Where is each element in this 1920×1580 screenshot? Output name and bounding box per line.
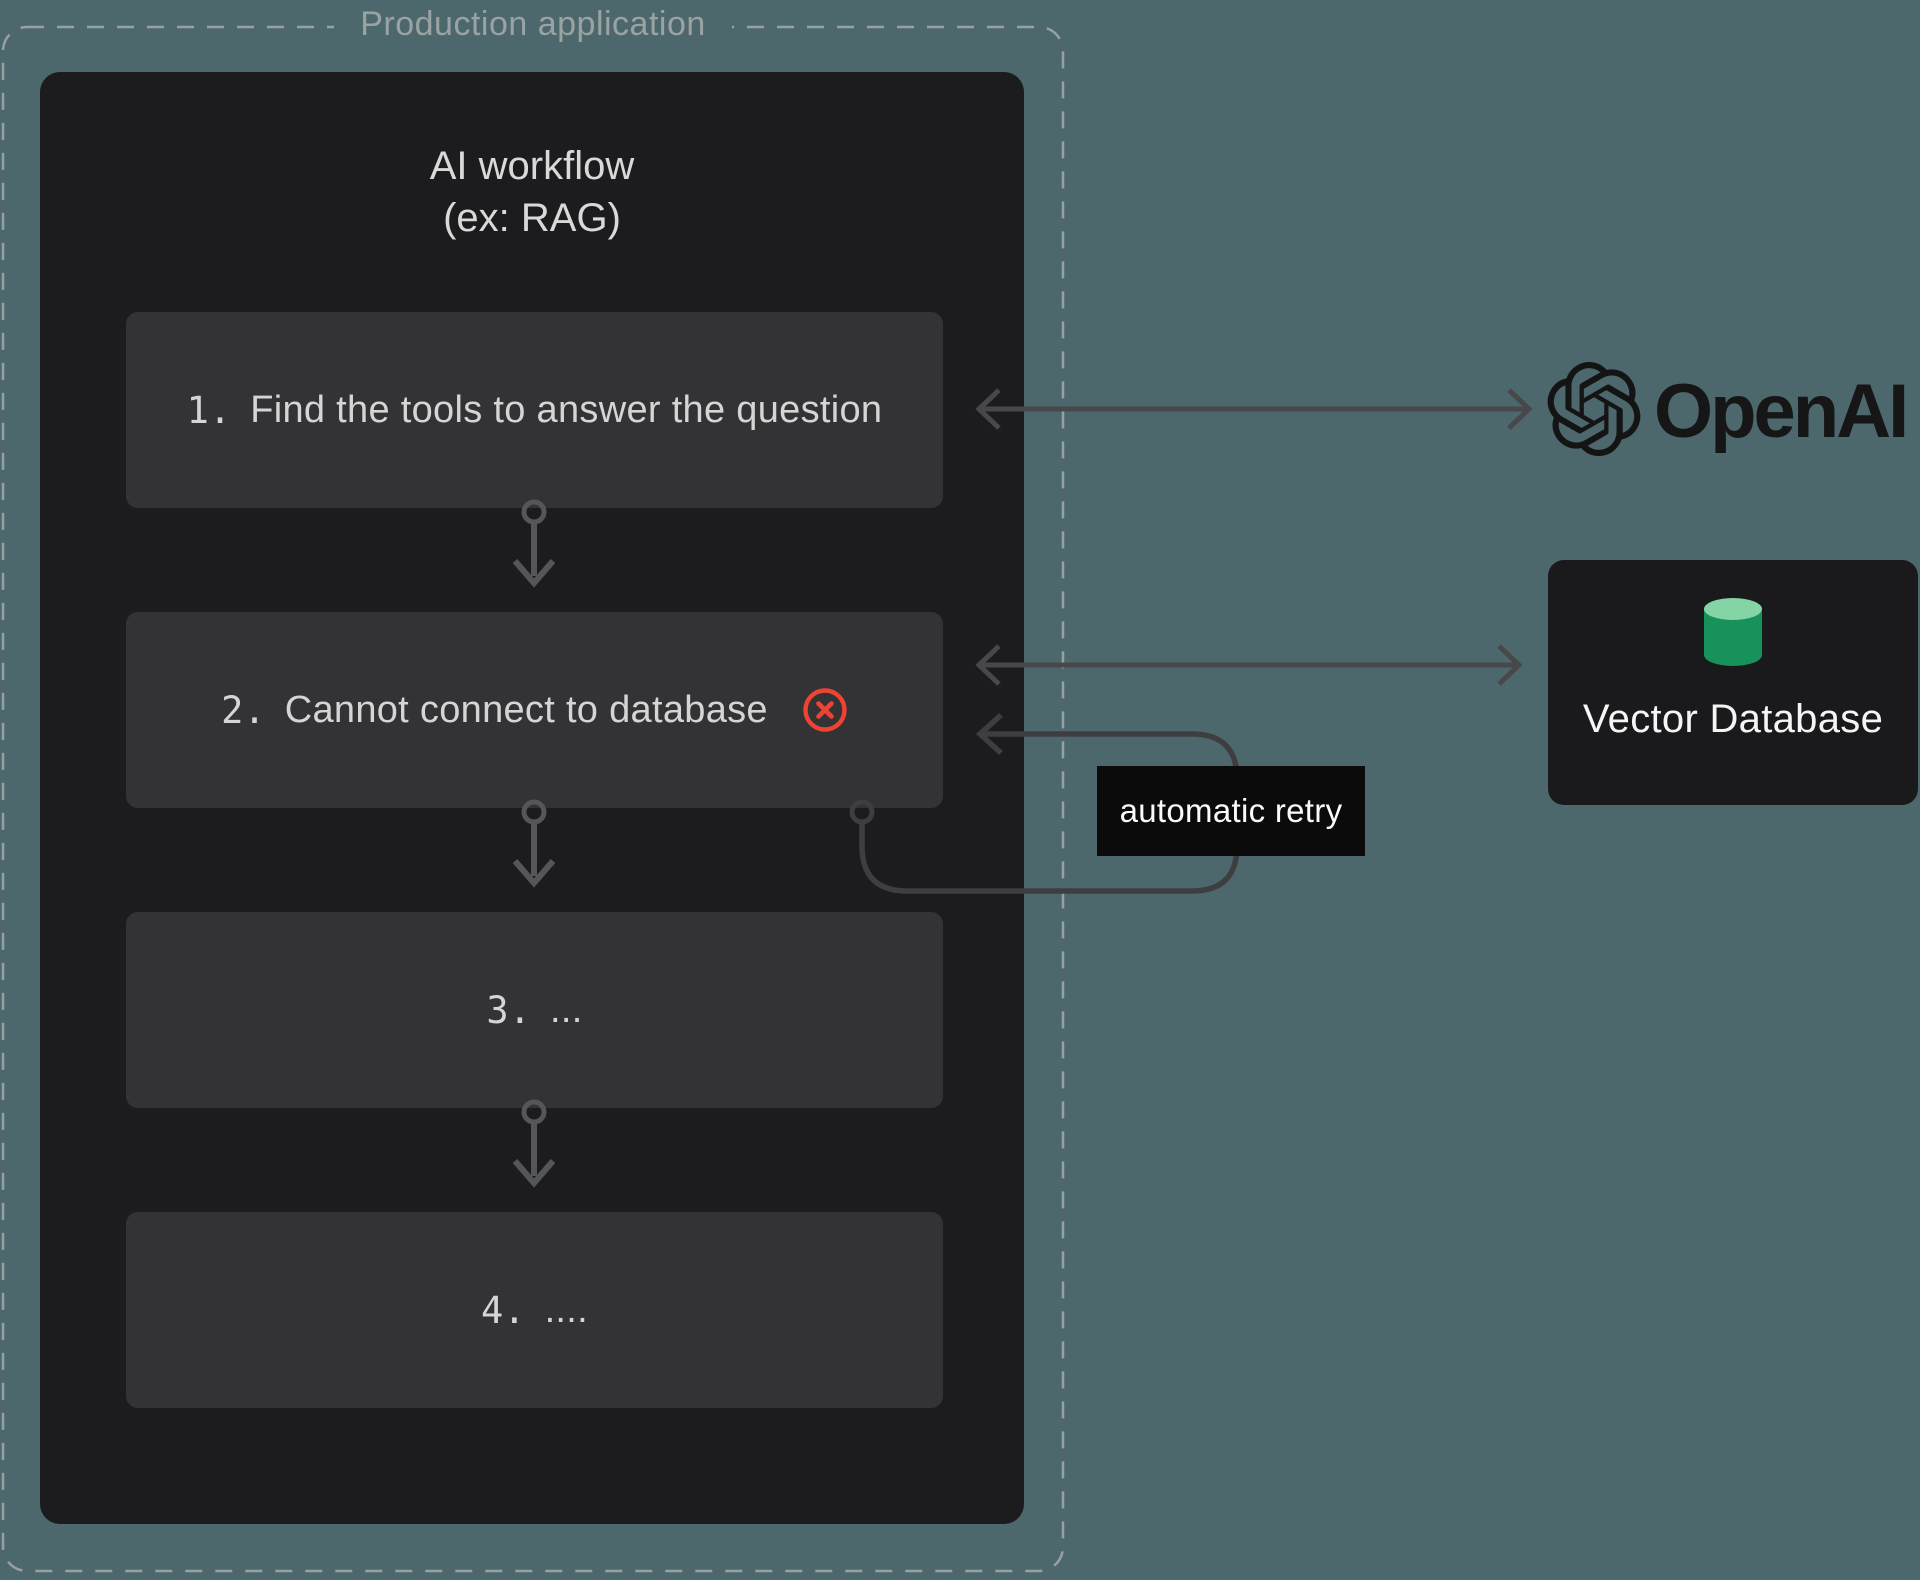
openai-wordmark: OpenAI (1654, 369, 1909, 454)
ai-workflow-panel: AI workflow (ex: RAG) 1. Find the tools … (40, 72, 1024, 1524)
workflow-title-line1: AI workflow (429, 144, 635, 188)
workflow-step-1: 1. Find the tools to answer the question (126, 312, 943, 508)
workflow-step-2: 2. Cannot connect to database (126, 612, 943, 808)
openai-logo: OpenAI (1547, 362, 1909, 461)
workflow-title: AI workflow (ex: RAG) (40, 140, 1024, 244)
workflow-title-line2: (ex: RAG) (443, 196, 621, 240)
vectordb-double-arrow (975, 644, 1523, 686)
step-number: 3. (486, 988, 531, 1032)
step-label: Find the tools to answer the question (250, 388, 883, 431)
error-icon (802, 687, 848, 733)
step-label: .... (544, 1288, 588, 1331)
production-application-label: Production application (2, 2, 1064, 46)
step-label: Cannot connect to database (284, 688, 768, 731)
openai-double-arrow (975, 388, 1533, 430)
database-icon (1704, 560, 1762, 671)
step-number: 4. (481, 1288, 526, 1332)
workflow-step-4: 4. .... (126, 1212, 943, 1408)
vector-database-label: Vector Database (1582, 697, 1884, 741)
vector-database-card: Vector Database (1548, 560, 1918, 805)
step-number: 2. (221, 688, 266, 732)
step-number: 1. (186, 388, 232, 432)
step-label: ... (549, 988, 583, 1031)
retry-label: automatic retry (1097, 766, 1365, 856)
openai-icon (1547, 362, 1641, 461)
workflow-step-3: 3. ... (126, 912, 943, 1108)
